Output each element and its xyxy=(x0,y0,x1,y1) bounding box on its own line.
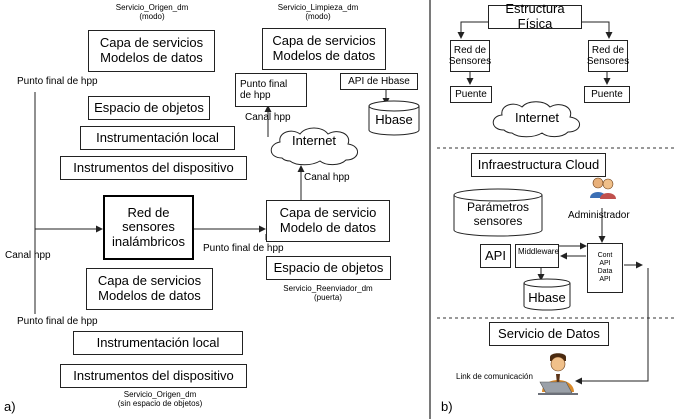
infraestructura-cloud-box: Infraestructura Cloud xyxy=(471,153,606,177)
servicio-datos-box: Servicio de Datos xyxy=(489,322,609,346)
internet-left-cloud-icon xyxy=(270,127,358,166)
puente-left-box: Puente xyxy=(450,86,492,103)
parametros-db-icon xyxy=(453,188,543,237)
hbase-left-label: Hbase xyxy=(375,112,413,127)
instrumentacion-local-top-box: Instrumentación local xyxy=(80,126,235,150)
link-comunicacion-label: Link de comunicación xyxy=(456,372,533,381)
canal-hpp-top-label: Canal hpp xyxy=(245,112,291,123)
api-box: API xyxy=(480,244,511,268)
red-sensores-left-box: Red de Sensores xyxy=(449,40,491,72)
capa-servicios-bottom-box: Capa de servicios Modelos de datos xyxy=(86,268,213,310)
punto-final-bottom-label: Punto final de hpp xyxy=(17,316,98,327)
api-hbase-box: API de Hbase xyxy=(340,73,418,90)
canal-hpp-left-label: Canal hpp xyxy=(5,250,51,261)
puente-right-box: Puente xyxy=(584,86,630,103)
capa-servicio-reenviador-box: Capa de servicio Modelo de datos xyxy=(266,200,390,242)
origen-top-caption: Servicio_Origen_dm (modo) xyxy=(115,3,189,21)
instrumentos-dispositivo-bottom-box: Instrumentos del dispositivo xyxy=(60,364,247,388)
espacio-objetos-reenviador-box: Espacio de objetos xyxy=(266,256,391,280)
internet-right-cloud-icon xyxy=(492,101,580,138)
instrumentacion-local-bottom-box: Instrumentación local xyxy=(73,331,243,355)
cont-data-api-box: Cont API Data API xyxy=(587,243,623,293)
internet-right-label: Internet xyxy=(514,110,560,125)
red-sensores-box: Red de sensores inalámbricos xyxy=(103,195,194,260)
espacio-objetos-box: Espacio de objetos xyxy=(88,96,210,120)
ef-to-red-left-arrow xyxy=(457,21,488,39)
panel-a-label: a) xyxy=(4,399,16,414)
panel-b-label: b) xyxy=(441,399,453,414)
administrador-icon xyxy=(590,177,616,199)
parametros-sensores-label: Parámetros sensores xyxy=(466,200,530,228)
capa-servicios-top-box: Capa de servicios Modelos de datos xyxy=(88,30,215,72)
hbase-left-cylinder-icon xyxy=(368,100,420,136)
hbase-right-cylinder-icon xyxy=(523,278,571,311)
hbase-right-label: Hbase xyxy=(528,290,566,305)
punto-final-top-label: Punto final de hpp xyxy=(17,76,98,87)
ef-to-red-right-arrow xyxy=(582,21,613,39)
origen-bottom-caption: Servicio_Origen_dm (sin espacio de objet… xyxy=(117,390,203,408)
canal-hpp-mid-label: Canal hpp xyxy=(304,172,350,183)
red-sensores-right-box: Red de Sensores xyxy=(587,40,629,72)
user-laptop-icon xyxy=(538,353,578,395)
instrumentos-dispositivo-top-box: Instrumentos del dispositivo xyxy=(60,156,247,180)
internet-left-label: Internet xyxy=(291,133,337,148)
link-comunicacion-line xyxy=(575,268,649,385)
estructura-fisica-box: Estructura Física xyxy=(488,2,582,31)
punto-final-limpieza-box: Punto final de hpp xyxy=(235,73,307,107)
limpieza-caption: Servicio_Limpieza_dm (modo) xyxy=(277,3,359,21)
capa-servicios-limpieza-box: Capa de servicios Modelos de datos xyxy=(262,28,386,70)
punto-final-reenviador-label: Punto final de hpp xyxy=(203,243,284,254)
reenviador-caption: Servicio_Reenviador_dm (puerta) xyxy=(283,284,373,302)
administrador-label: Administrador xyxy=(568,210,630,221)
middleware-box: Middleware xyxy=(515,244,559,268)
